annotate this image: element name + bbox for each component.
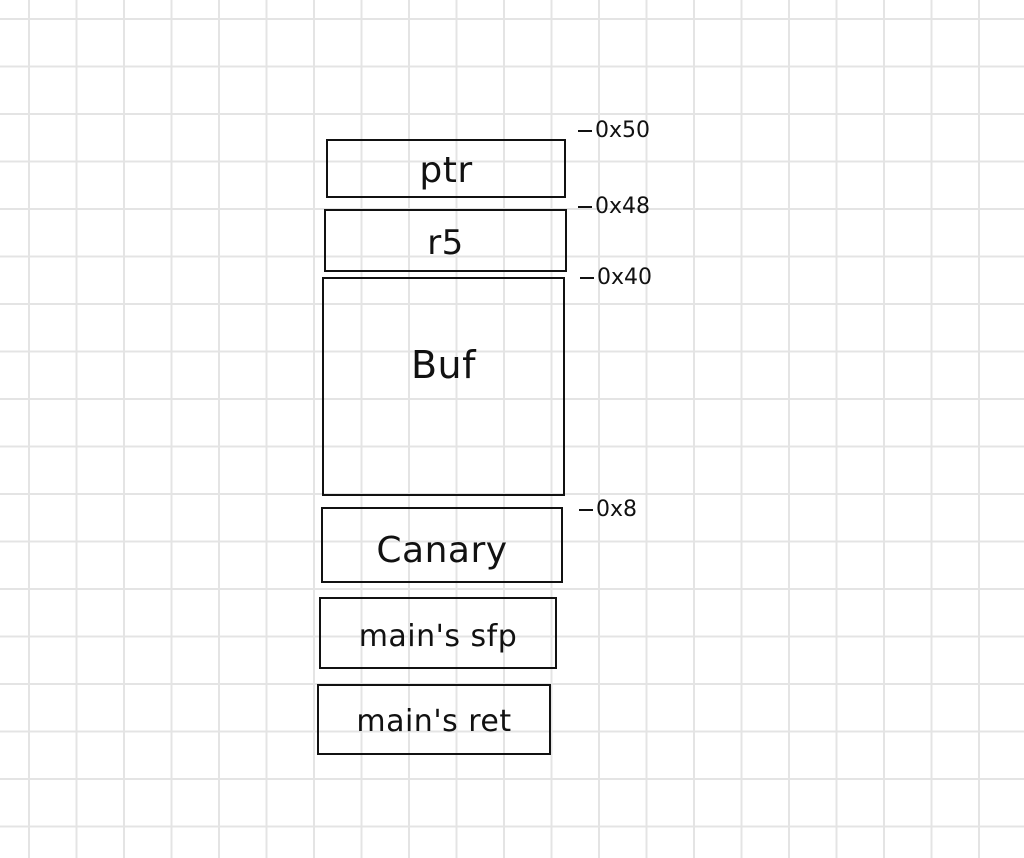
offset-label-0x50: 0x50 [578,118,650,143]
stack-box-label: Buf [410,343,477,387]
stack-box-label: ptr [419,150,473,191]
stack-box-main-ret: main's ret [317,684,551,755]
stack-box-buf: Buf [322,277,565,496]
tick-mark [580,276,594,279]
tick-mark [578,205,592,208]
stack-box-ptr: ptr [326,139,566,198]
stack-box-label: Canary [376,529,508,571]
offset-label-0x40: 0x40 [580,265,652,290]
stack-box-canary: Canary [321,507,563,583]
offset-label-0x48: 0x48 [578,194,650,219]
offset-text: 0x48 [595,194,651,219]
tick-mark [579,508,593,511]
offset-text: 0x40 [597,265,653,290]
tick-mark [578,129,592,132]
offset-label-0x8: 0x8 [579,497,637,522]
stack-box-label: main's sfp [358,618,518,654]
stack-box-label: main's ret [356,704,512,739]
stack-box-label: r5 [427,222,464,263]
offset-text: 0x50 [595,118,651,143]
stack-box-main-sfp: main's sfp [319,597,557,669]
offset-text: 0x8 [596,497,638,522]
stack-box-r5: r5 [324,209,567,272]
